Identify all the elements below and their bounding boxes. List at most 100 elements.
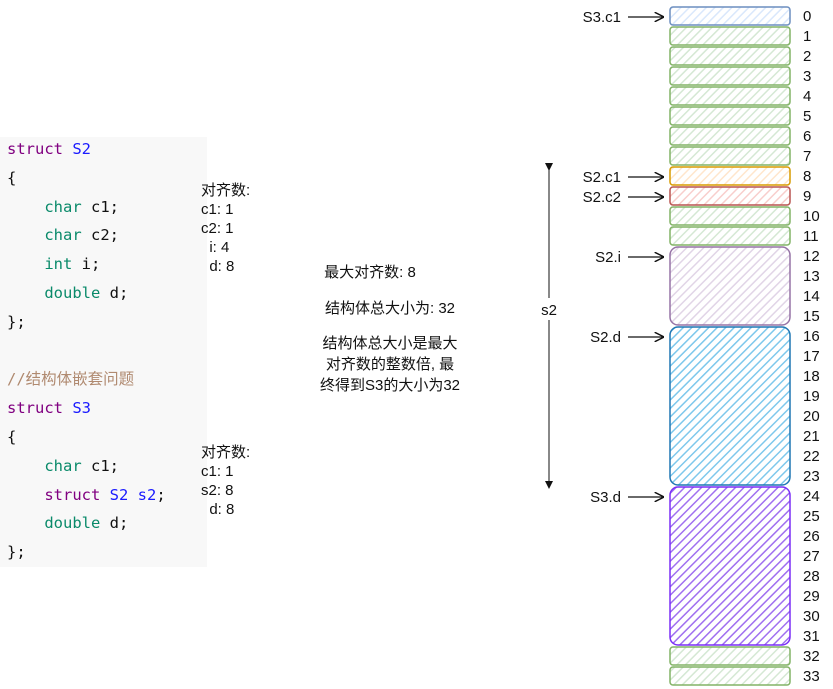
code-block: struct S2 { char c1; char c2; int i; doub… [0,137,207,567]
byte-offset-label: 11 [803,228,819,245]
code-token: ; [156,485,166,504]
code-line: char c2; [7,225,119,245]
byte-offset-label: 18 [803,368,820,385]
byte-offset-label: 19 [803,388,820,405]
code-token: S2 [72,140,91,158]
code-token: //结构体嵌套问题 [7,370,135,389]
byte-offset-label: 22 [803,448,820,465]
byte-offset-label: 20 [803,408,820,425]
code-token: S3 [72,399,91,418]
byte-offset-label: 13 [803,268,820,285]
memory-block [669,86,791,106]
byte-offset-label: 23 [803,468,820,485]
pointer-label: S3.c1 [583,9,621,26]
code-token: c1; [91,197,119,216]
byte-offset-label: 4 [803,88,811,105]
byte-offset-label: 27 [803,548,820,565]
code-token: double [7,284,110,302]
byte-offset-label: 26 [803,528,820,545]
code-token: d; [109,514,129,533]
byte-offset-label: 15 [803,308,820,325]
code-line: double d; [7,283,128,303]
byte-offset-label: 29 [803,588,820,605]
max-alignment-text: 最大对齐数: 8 [324,264,416,281]
code-line: char c1; [7,197,119,217]
code-token: i; [81,255,101,274]
memory-block [669,246,791,326]
memory-block [669,486,791,646]
byte-offset-label: 28 [803,568,820,585]
memory-block [669,126,791,146]
byte-offset-label: 3 [803,68,811,85]
code-token: c2; [91,226,119,245]
code-line: { [7,168,16,188]
pointer-label: S2.c2 [583,189,621,206]
code-token: double [7,514,110,533]
byte-offset-label: 12 [803,248,820,265]
code-token: S2 s2 [109,485,157,504]
code-token: }; [7,543,26,562]
s3-alignment-note: 对齐数: c1: 1 s2: 8 d: 8 [201,444,251,518]
code-token: struct [7,399,73,418]
code-token: { [7,168,17,187]
code-token: char [7,226,91,245]
byte-offset-label: 31 [803,628,820,645]
byte-offset-label: 30 [803,608,820,625]
code-token: int [7,255,82,274]
memory-block [669,6,791,26]
byte-offset-label: 17 [803,348,820,365]
code-line: double d; [7,513,128,533]
byte-offset-label: 25 [803,508,820,525]
byte-offset-label: 9 [803,188,811,205]
code-line: { [7,427,16,447]
s2-span-label: s2 [541,302,557,319]
byte-offset-label: 10 [803,208,820,225]
code-line: int i; [7,254,100,274]
memory-block [669,46,791,66]
byte-offset-label: 8 [803,168,811,185]
pointer-label: S3.d [590,489,621,506]
memory-block [669,206,791,226]
code-token: struct [7,485,110,504]
memory-block [669,26,791,46]
byte-offset-label: 5 [803,108,811,125]
pointer-label: S2.i [595,249,621,266]
byte-offset-label: 0 [803,8,811,25]
code-token: { [7,428,17,446]
code-line: struct S3 [7,398,91,418]
byte-offset-label: 32 [803,648,820,665]
byte-offset-label: 1 [803,28,811,45]
code-token: char [7,456,91,475]
byte-offset-label: 2 [803,48,811,65]
pointer-label: S2.d [590,329,621,346]
code-line: //结构体嵌套问题 [7,369,134,389]
code-token: struct [7,140,73,158]
memory-block [669,186,791,206]
byte-offset-label: 6 [803,128,811,145]
code-token: }; [7,312,26,331]
total-size-text: 结构体总大小为: 32 [324,300,456,317]
memory-block [669,66,791,86]
code-line: struct S2 [7,139,91,159]
byte-offset-label: 16 [803,328,820,345]
byte-offset-label: 7 [803,148,811,165]
memory-block [669,666,791,686]
code-token: char [7,197,91,216]
pointer-label: S2.c1 [583,169,621,186]
byte-offset-label: 21 [803,428,820,445]
byte-offset-label: 33 [803,668,820,685]
code-line: }; [7,542,26,562]
memory-block [669,146,791,166]
code-token: d; [109,284,129,302]
code-line: struct S2 s2; [7,485,166,505]
memory-block [669,106,791,126]
byte-offset-label: 24 [803,488,820,505]
memory-block [669,226,791,246]
memory-block [669,166,791,186]
code-line: char c1; [7,456,119,476]
code-line: }; [7,312,26,332]
code-token: c1; [91,456,119,475]
s2-alignment-note: 对齐数: c1: 1 c2: 1 i: 4 d: 8 [201,182,251,275]
byte-offset-label: 14 [803,288,820,305]
